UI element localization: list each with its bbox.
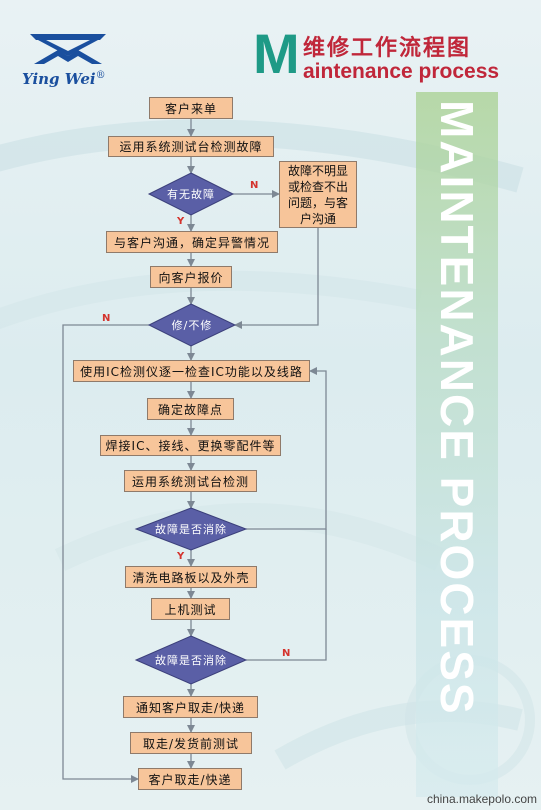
decision-label-any-fault: 有无故障	[167, 188, 215, 201]
step-repair-parts: 焊接IC、接线、更换零配件等	[100, 435, 281, 456]
branch-no-label: N	[250, 180, 259, 191]
title-initial: M	[253, 22, 300, 85]
step-notify-client: 通知客户取走/快递	[123, 696, 258, 718]
decision-diamond	[147, 172, 235, 216]
branch-yes-label: Y	[177, 551, 185, 562]
vertical-band	[416, 92, 498, 797]
branch-no-label: N	[282, 648, 291, 659]
decision-diamond	[134, 635, 248, 685]
step-machine-test: 上机测试	[151, 598, 230, 620]
step-confirm-with-client: 与客户沟通，确定异警情况	[106, 231, 278, 253]
decision-diamond	[147, 303, 237, 347]
logo-text: Ying Wei®	[22, 70, 106, 88]
company-logo: Ying Wei®	[18, 30, 118, 90]
step-pre-shipment-test: 取走/发货前测试	[130, 732, 252, 754]
logo-name: Ying Wei	[22, 70, 96, 88]
logo-registered: ®	[95, 70, 106, 81]
title-chinese: 维修工作流程图	[303, 36, 472, 61]
branch-no-label: N	[102, 313, 111, 324]
vertical-title: MAINTENANCE PROCESS	[431, 100, 483, 716]
decision-label-fault-cleared-1: 故障是否消除	[155, 523, 227, 536]
step-client-pickup: 客户取走/快递	[138, 768, 242, 790]
step-clean-board: 清洗电路板以及外壳	[125, 566, 257, 588]
title-english: aintenance process	[303, 60, 500, 83]
decision-label-fault-cleared-2: 故障是否消除	[155, 654, 227, 667]
decision-label-repair-or-not: 修/不修	[171, 319, 213, 332]
step-ic-inspection: 使用IC检测仪逐一检查IC功能以及线路	[73, 360, 310, 382]
step-locate-fault: 确定故障点	[147, 398, 234, 420]
step-system-test-fault: 运用系统测试台检测故障	[108, 136, 274, 157]
step-client-order: 客户来单	[149, 97, 233, 119]
watermark: china.makepolo.com	[426, 792, 537, 806]
step-system-test: 运用系统测试台检测	[124, 470, 257, 492]
decision-diamond	[134, 507, 248, 551]
step-quote-client: 向客户报价	[150, 266, 232, 288]
step-unclear-fault-note: 故障不明显或检查不出问题，与客户沟通	[279, 161, 357, 228]
branch-yes-label: Y	[177, 216, 185, 227]
logo-mark-icon	[30, 34, 106, 64]
